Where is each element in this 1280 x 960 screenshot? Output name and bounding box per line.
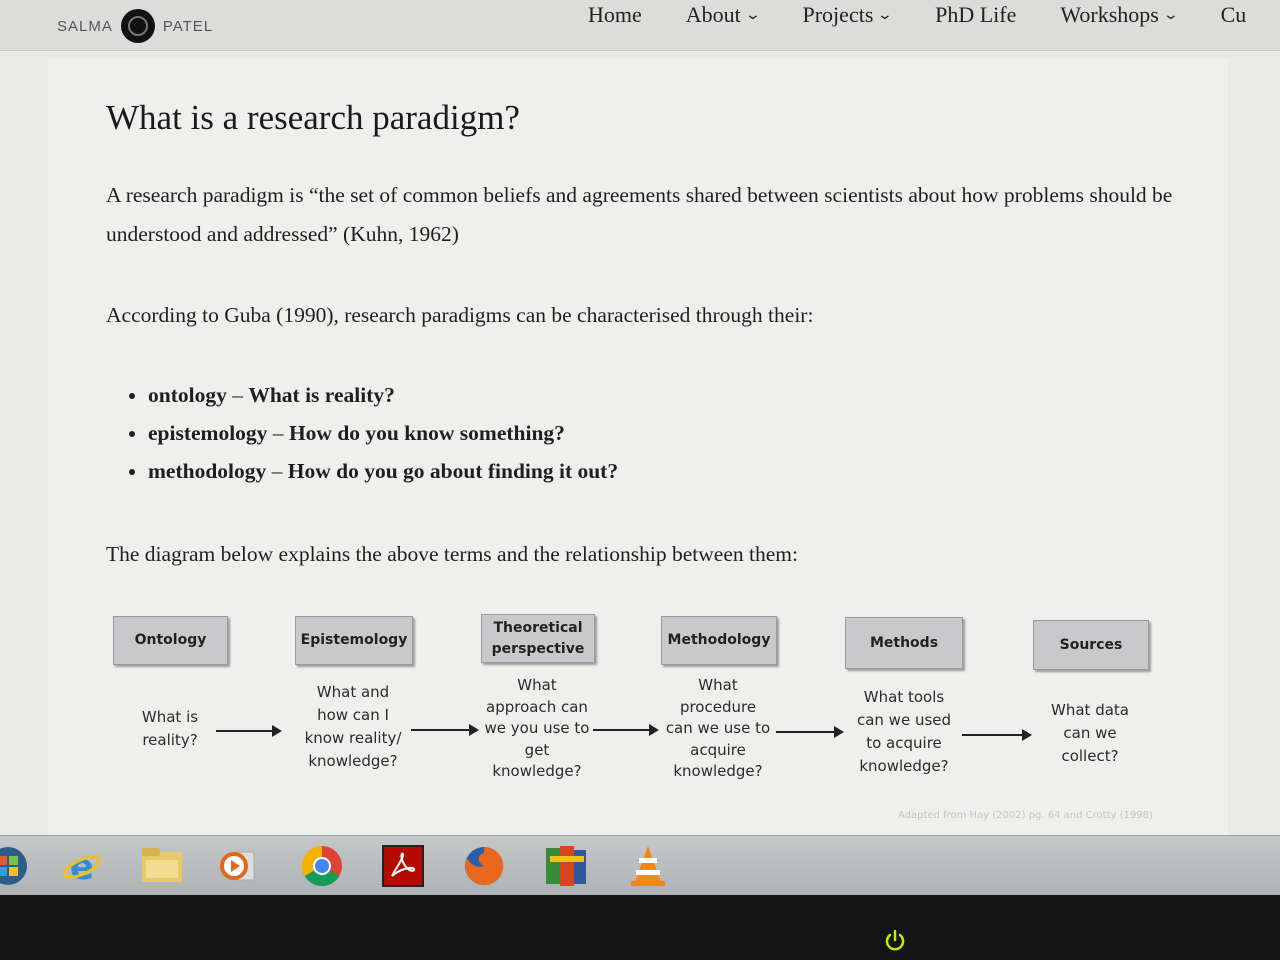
- page-title: What is a research paradigm?: [106, 98, 520, 137]
- arrow-right-icon: [776, 726, 844, 738]
- chevron-down-icon: ⌄: [1162, 7, 1179, 23]
- chevron-down-icon: ⌄: [744, 7, 761, 23]
- diagram-question-methodology: What procedure can we use to acquire kno…: [665, 676, 771, 780]
- nav-phd-life-label: PhD Life: [935, 2, 1017, 27]
- brand-last-name: PATEL: [162, 17, 214, 35]
- arrow-right-icon: [593, 724, 659, 736]
- arrow-right-icon: [962, 729, 1032, 741]
- question-methodology: How do you go about finding it out?: [287, 459, 619, 483]
- paradigm-diagram: Ontology Epistemology Theoretical perspe…: [100, 610, 1180, 810]
- definition-paragraph: A research paradigm is “the set of commo…: [106, 183, 1173, 246]
- nav-home[interactable]: Home: [588, 2, 642, 28]
- diagram-box-methods: Methods: [845, 617, 963, 669]
- site-header: SALMA PATEL Home About⌄ Projects⌄ PhD Li…: [0, 0, 1280, 51]
- internet-explorer-icon[interactable]: e: [60, 844, 104, 888]
- separator: –: [267, 421, 289, 445]
- winamp-icon[interactable]: [544, 844, 588, 888]
- nav-projects[interactable]: Projects⌄: [802, 2, 894, 28]
- paradigm-list: ontology – What is reality? epistemology…: [106, 376, 618, 490]
- chevron-down-icon: ⌄: [877, 7, 894, 23]
- vlc-icon[interactable]: [626, 844, 670, 888]
- diagram-question-epistemology: What and how can I know reality/ knowled…: [304, 683, 402, 770]
- site-logo[interactable]: SALMA PATEL: [57, 9, 213, 43]
- svg-text:e: e: [70, 847, 94, 887]
- nav-home-label: Home: [588, 2, 642, 27]
- term-epistemology: epistemology: [148, 421, 268, 445]
- file-explorer-icon[interactable]: [140, 844, 184, 888]
- separator: –: [266, 459, 288, 483]
- list-item: epistemology – How do you know something…: [148, 414, 618, 452]
- diagram-box-ontology: Ontology: [113, 616, 228, 665]
- diagram-box-methodology: Methodology: [661, 616, 777, 665]
- list-item: ontology – What is reality?: [148, 376, 618, 414]
- article-body: [48, 58, 1228, 835]
- nav-cu-label: Cu: [1220, 2, 1247, 27]
- browser-screen: SALMA PATEL Home About⌄ Projects⌄ PhD Li…: [0, 0, 1280, 835]
- nav-projects-label: Projects: [802, 2, 874, 27]
- diagram-question-theoretical-perspective: What approach can we you use to get know…: [484, 676, 590, 780]
- diagram-source-caption: Adapted from Hay (2002) pg. 64 and Crott…: [898, 810, 1153, 821]
- arrow-right-icon: [411, 724, 479, 736]
- power-icon[interactable]: [884, 929, 906, 951]
- monitor-bezel: [0, 895, 1280, 960]
- main-nav: Home About⌄ Projects⌄ PhD Life Workshops…: [588, 2, 1280, 28]
- nav-about-label: About: [685, 2, 741, 27]
- diagram-box-theoretical-perspective: Theoretical perspective: [481, 614, 595, 663]
- term-ontology: ontology: [148, 383, 227, 407]
- windows-start-icon[interactable]: [0, 844, 30, 888]
- nav-phd-life[interactable]: PhD Life: [935, 2, 1016, 28]
- media-player-icon[interactable]: [216, 844, 260, 888]
- separator: –: [226, 383, 249, 407]
- question-ontology: What is reality?: [248, 383, 395, 407]
- chrome-icon[interactable]: [300, 844, 344, 888]
- nav-workshops-label: Workshops: [1060, 2, 1159, 27]
- diagram-box-epistemology: Epistemology: [295, 616, 413, 665]
- guba-paragraph: According to Guba (1990), research parad…: [106, 303, 814, 327]
- arrow-right-icon: [216, 725, 282, 737]
- diagram-question-sources: What data can we collect?: [1051, 701, 1129, 765]
- nav-about[interactable]: About⌄: [685, 2, 761, 28]
- windows-taskbar: e: [0, 835, 1280, 896]
- diagram-intro-paragraph: The diagram below explains the above ter…: [106, 542, 798, 566]
- nav-workshops[interactable]: Workshops⌄: [1060, 2, 1179, 28]
- brand-first-name: SALMA: [57, 17, 113, 35]
- nav-cu-truncated[interactable]: Cu: [1221, 2, 1247, 28]
- question-epistemology: How do you know something?: [288, 421, 565, 445]
- diagram-question-methods: What tools can we used to acquire knowle…: [856, 688, 952, 775]
- acrobat-reader-icon[interactable]: [381, 844, 425, 888]
- list-item: methodology – How do you go about findin…: [148, 452, 618, 490]
- diagram-box-sources: Sources: [1033, 620, 1149, 670]
- term-methodology: methodology: [148, 459, 267, 483]
- firefox-icon[interactable]: [462, 844, 506, 888]
- logo-icon: [120, 9, 155, 43]
- diagram-question-ontology: What is reality?: [141, 708, 199, 749]
